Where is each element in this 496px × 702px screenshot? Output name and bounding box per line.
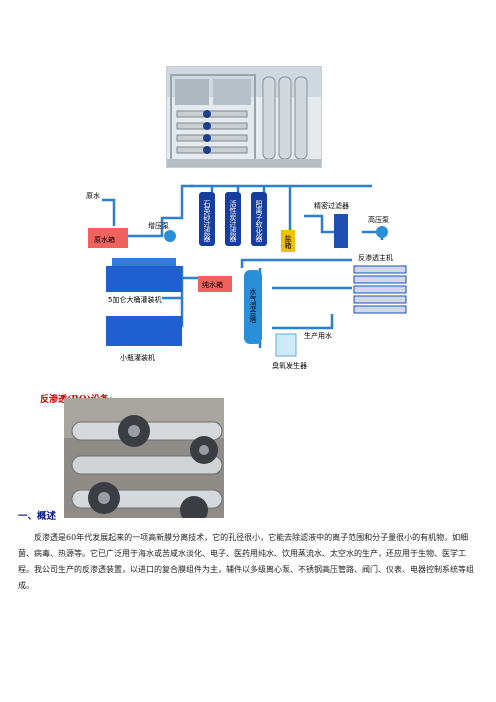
activated-carbon-filter-label: 活性炭过滤器	[229, 199, 237, 243]
cation-softener	[251, 192, 267, 246]
ozone-generator	[275, 333, 297, 357]
salt-tank-label: 盐箱	[284, 234, 292, 250]
small-bottle-filler-machine	[106, 316, 182, 346]
process-flow-diagram: 原水 原水箱 增压泵 石英砂过滤器 活性炭过滤器 阳离子软化器 盐箱 精密过滤器…	[82, 178, 412, 372]
ro-membrane-stack	[353, 265, 407, 314]
precision-filter-label: 精密过滤器	[314, 201, 349, 210]
ozone-generator-label: 臭氧发生器	[272, 361, 307, 370]
raw-water-tank-label: 原水箱	[94, 235, 115, 244]
salt-tank	[281, 230, 295, 252]
quartz-sand-filter	[199, 192, 215, 246]
activated-carbon-filter	[225, 192, 241, 246]
bucket-filler-machine	[106, 266, 182, 292]
booster-pump-label: 增压泵	[148, 221, 169, 230]
high-pressure-pump-label: 高压泵	[368, 215, 389, 224]
pure-water-tank-label: 纯水箱	[202, 280, 223, 289]
small-bottle-filler-label: 小瓶灌装机	[120, 353, 155, 362]
bucket-filler-label: 5加仑大桶灌装机	[108, 295, 161, 304]
overview-heading: 一、概述	[18, 511, 57, 522]
overview-paragraph: 反渗透是60年代发展起来的一项高新膜分离技术，它的孔径很小，它能去除滤液中的离子…	[18, 533, 474, 590]
quartz-sand-filter-label: 石英砂过滤器	[203, 200, 211, 243]
water-gas-mixing-tower-label: 水气混合塔	[249, 287, 257, 324]
ro-equipment-photo	[64, 398, 224, 518]
water-gas-mixing-tower	[244, 270, 262, 344]
pure-water-tank	[198, 276, 232, 292]
booster-pump-icon	[164, 230, 176, 242]
raw-water-label: 原水	[86, 191, 100, 200]
production-water-label: 生产用水	[304, 331, 332, 340]
ro-host-label: 反渗透主机	[358, 253, 393, 262]
high-pressure-pump-icon	[376, 226, 388, 238]
raw-water-tank	[88, 228, 128, 248]
cation-softener-label: 阳离子软化器	[255, 199, 263, 243]
equipment-photo	[166, 66, 322, 168]
precision-filter	[334, 214, 348, 248]
